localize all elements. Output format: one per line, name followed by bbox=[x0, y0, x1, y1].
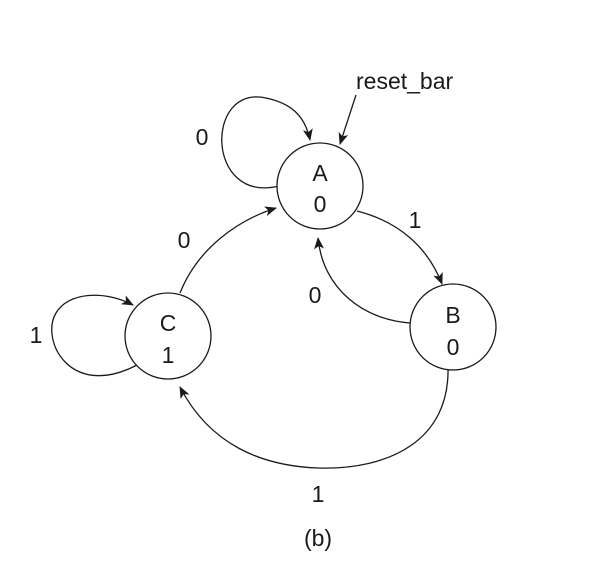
transition-b-to-a bbox=[314, 237, 411, 324]
transition-a-to-b bbox=[356, 210, 443, 285]
state-c: C 1 bbox=[124, 292, 212, 380]
state-b-output: 0 bbox=[447, 334, 460, 360]
state-a-output: 0 bbox=[314, 191, 327, 217]
transition-b-to-c bbox=[179, 366, 449, 469]
label-c-self-loop: 1 bbox=[30, 322, 43, 348]
state-b: B 0 bbox=[409, 283, 497, 371]
transition-c-self-loop bbox=[51, 294, 138, 377]
figure-caption: (b) bbox=[304, 525, 332, 551]
start-label: reset_bar bbox=[356, 68, 454, 94]
transition-a-self-loop bbox=[221, 96, 313, 189]
state-a-name: A bbox=[312, 160, 328, 186]
start-arrow bbox=[338, 94, 357, 145]
state-c-circle bbox=[124, 292, 212, 380]
state-a: A 0 bbox=[276, 142, 364, 230]
label-b-to-a: 0 bbox=[309, 282, 322, 308]
label-b-to-c: 1 bbox=[312, 481, 325, 507]
state-b-name: B bbox=[445, 302, 460, 328]
transition-c-to-a bbox=[179, 206, 277, 294]
state-b-circle bbox=[409, 283, 497, 371]
state-c-output: 1 bbox=[162, 342, 175, 368]
label-a-to-b: 1 bbox=[409, 207, 422, 233]
state-a-circle bbox=[276, 142, 364, 230]
label-c-to-a: 0 bbox=[178, 227, 191, 253]
state-c-name: C bbox=[160, 310, 177, 336]
label-a-self-loop: 0 bbox=[196, 124, 209, 150]
